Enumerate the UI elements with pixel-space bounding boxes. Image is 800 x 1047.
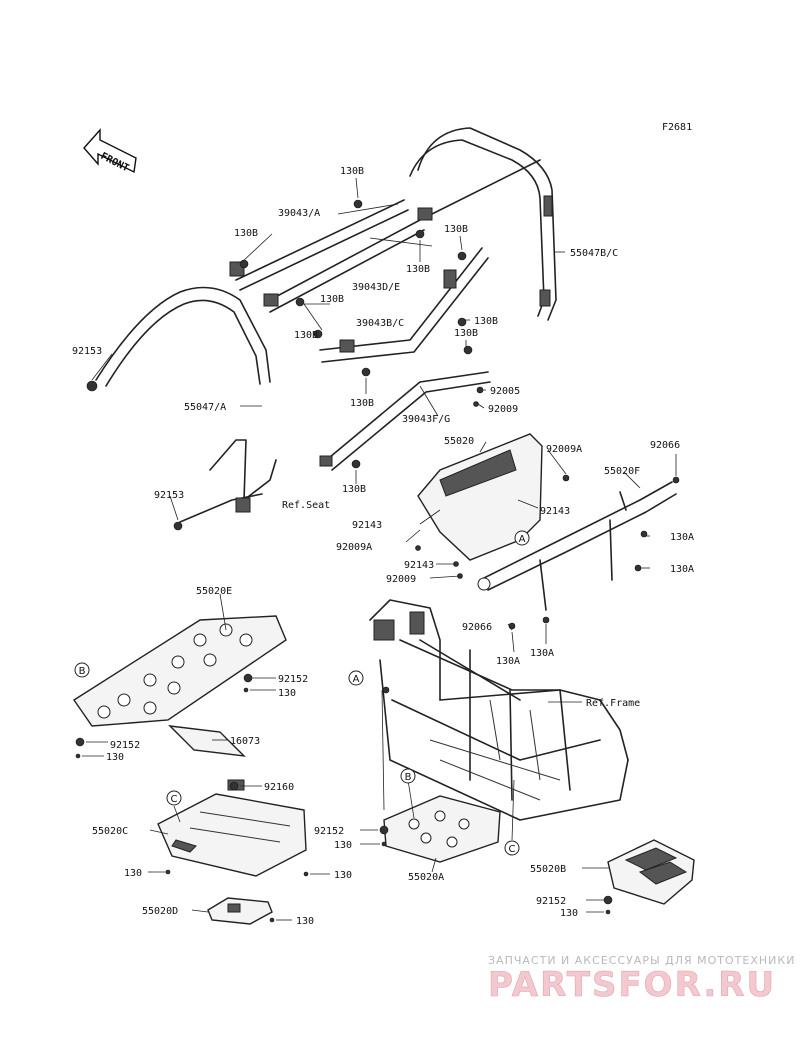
part-label: 55047/A — [184, 402, 226, 413]
part-label: 55020C — [92, 826, 128, 837]
part-label: 39043D/E — [352, 282, 400, 293]
seat-mount-bracket — [173, 439, 277, 531]
part-label: 92153 — [72, 346, 102, 357]
part-label: 55047B/C — [570, 248, 618, 259]
watermark-tagline: ЗАПЧАСТИ И АКСЕССУАРЫ ДЛЯ МОТОТЕХНИКИ — [488, 954, 795, 967]
part-label: 130B — [294, 330, 318, 341]
part-label: 130 — [296, 916, 314, 927]
part-label: 55020D — [142, 906, 178, 917]
fasteners-upper — [86, 199, 484, 469]
leader-lines — [82, 177, 677, 921]
skid-plate-55020b — [607, 839, 695, 905]
part-label: 55020 — [444, 436, 474, 447]
svg-text:C: C — [509, 844, 516, 855]
svg-text:A: A — [353, 674, 360, 685]
callout-a-1: A — [514, 530, 530, 546]
skid-plate-55020a — [383, 795, 501, 863]
part-label: 130A — [670, 564, 694, 575]
mount-plate — [417, 207, 433, 221]
watermark: ЗАПЧАСТИ И АКСЕССУАРЫ ДЛЯ МОТОТЕХНИКИ PA… — [488, 954, 795, 1005]
part-label: 130B — [454, 328, 478, 339]
part-label: 92009 — [386, 574, 416, 585]
part-label: 130 — [106, 752, 124, 763]
part-label: 130 — [278, 688, 296, 699]
part-label: 55020E — [196, 586, 232, 597]
part-label: 55020F — [604, 466, 640, 477]
part-label: 92152 — [536, 896, 566, 907]
seat-bracket-55020f — [477, 476, 680, 630]
part-label: 92152 — [314, 826, 344, 837]
part-labels: 130B 39043/A 130B 55047B/C 130B 39043D/E… — [72, 166, 694, 927]
callout-b-2: B — [400, 768, 416, 784]
part-label: 130B — [320, 294, 344, 305]
part-label: 130B — [444, 224, 468, 235]
part-label: 55020B — [530, 864, 566, 875]
part-label: 130 — [334, 870, 352, 881]
svg-text:B: B — [405, 772, 412, 783]
part-label: 130B — [342, 484, 366, 495]
pad-16073 — [168, 725, 246, 757]
part-label: 92143 — [404, 560, 434, 571]
part-label: 130B — [234, 228, 258, 239]
front-arrow-icon: FRONT — [83, 128, 137, 174]
part-label: 92143 — [352, 520, 382, 531]
skid-plate-55020d — [207, 897, 273, 925]
part-label: 92009A — [336, 542, 372, 553]
part-label: 92160 — [264, 782, 294, 793]
part-label: 39043F/G — [402, 414, 450, 425]
part-label: 130B — [340, 166, 364, 177]
part-label: 92143 — [540, 506, 570, 517]
callout-b-1: B — [74, 662, 90, 678]
ref-frame-label: Ref.Frame — [586, 698, 640, 709]
part-label: 92153 — [154, 490, 184, 501]
bracket — [543, 195, 553, 217]
part-label: 92066 — [650, 440, 680, 451]
part-label: 16073 — [230, 736, 260, 747]
figure-code: F2681 — [662, 122, 692, 133]
fasteners-lower — [75, 673, 613, 923]
part-label: 130B — [474, 316, 498, 327]
callout-c-1: C — [166, 790, 182, 806]
watermark-brand: PARTSFOR.RU — [488, 965, 776, 1005]
callout-a-2: A — [348, 670, 364, 686]
ref-seat-label: Ref.Seat — [282, 500, 330, 511]
part-label: 92009A — [546, 444, 582, 455]
mount-plate — [443, 269, 457, 289]
part-label: 39043/A — [278, 208, 320, 219]
part-label: 92152 — [110, 740, 140, 751]
part-label: 92066 — [462, 622, 492, 633]
part-label: 130B — [350, 398, 374, 409]
part-label: 130A — [496, 656, 520, 667]
part-label: 92009 — [488, 404, 518, 415]
part-label: 92005 — [490, 386, 520, 397]
part-label: 130 — [560, 908, 578, 919]
part-label: 130B — [406, 264, 430, 275]
part-label: 92152 — [278, 674, 308, 685]
svg-text:C: C — [171, 794, 178, 805]
part-label: 55020A — [408, 872, 444, 883]
callout-c-2: C — [504, 840, 520, 856]
part-label: 130 — [124, 868, 142, 879]
part-label: 39043B/C — [356, 318, 404, 329]
bracket — [319, 455, 333, 467]
svg-text:B: B — [79, 666, 86, 677]
seat-panel-55020 — [415, 433, 570, 579]
svg-text:A: A — [519, 534, 526, 545]
mount-plate — [339, 339, 355, 353]
part-label: 130 — [334, 840, 352, 851]
mount-plate — [263, 293, 279, 307]
main-frame — [369, 599, 629, 821]
roll-cage — [95, 127, 557, 471]
part-label: 130A — [670, 532, 694, 543]
part-label: 130A — [530, 648, 554, 659]
bracket — [539, 289, 551, 307]
skid-plate-55020e — [73, 615, 287, 727]
